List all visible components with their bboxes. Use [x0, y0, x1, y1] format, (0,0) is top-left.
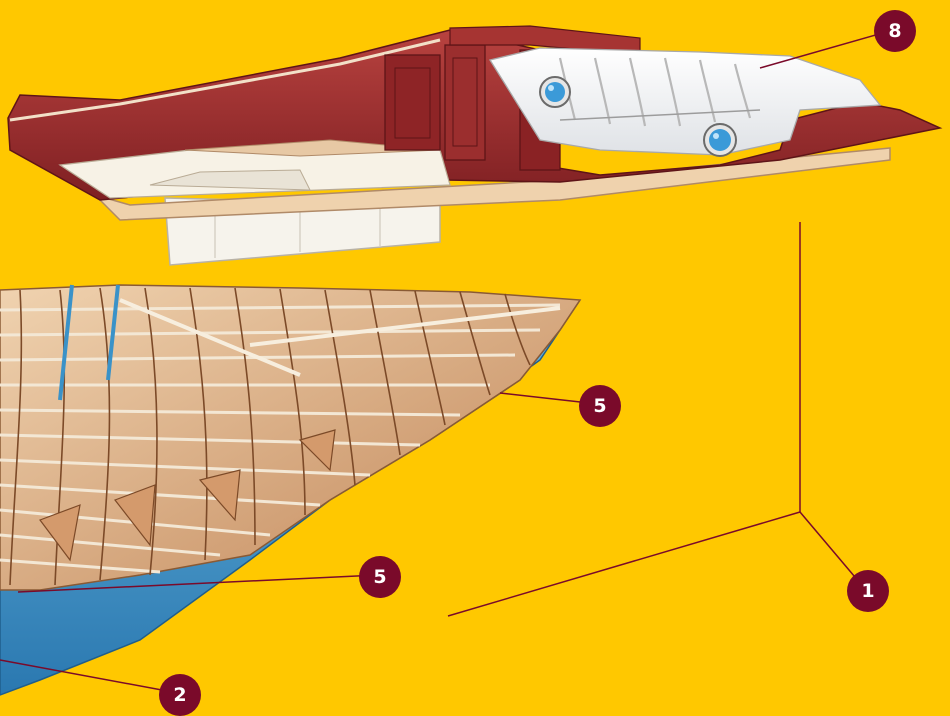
porthole-upper [540, 77, 570, 107]
porthole-lower [704, 124, 736, 156]
callout-5-lower: 5 [359, 556, 401, 598]
hull-framing-section [0, 285, 580, 695]
cabin-door [445, 45, 485, 160]
callout-2: 2 [159, 674, 201, 716]
callout-5-upper: 5 [579, 385, 621, 427]
leader-8 [760, 30, 893, 68]
callout-8: 8 [874, 10, 916, 52]
cabin-bulkhead-left [385, 55, 440, 150]
leader-1-diagonal [448, 512, 800, 616]
callout-1: 1 [847, 570, 889, 612]
leader-1-to-bubble [800, 512, 860, 583]
